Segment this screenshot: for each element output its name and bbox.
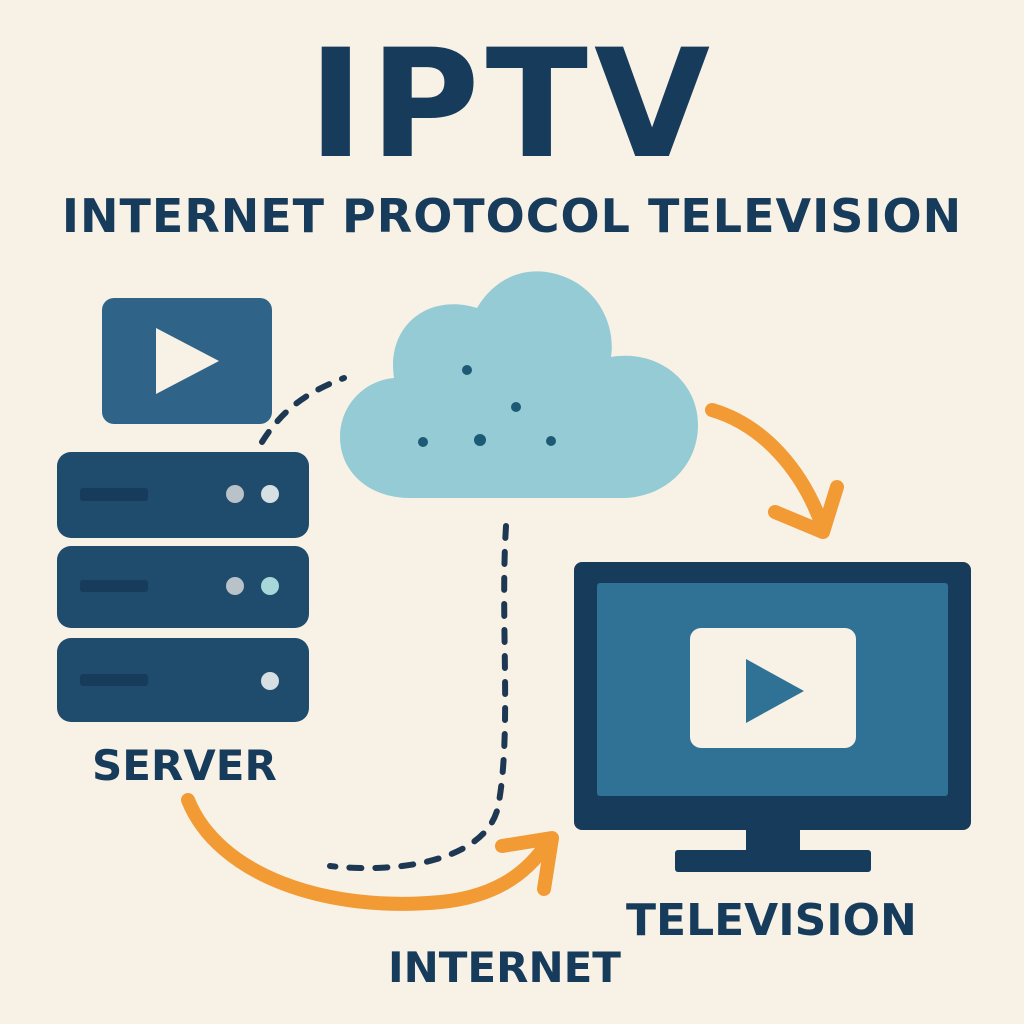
page-title: IPTV — [307, 18, 717, 192]
arrow-cloud-to-television — [705, 403, 844, 539]
dashed-link-server-cloud — [259, 375, 347, 445]
television-label: TELEVISION — [626, 895, 917, 946]
page-subtitle: INTERNET PROTOCOL TELEVISION — [61, 189, 963, 243]
internet-label: INTERNET — [388, 943, 621, 992]
cloud-dot — [418, 437, 428, 447]
cloud-dot — [474, 434, 486, 446]
cloud-icon — [340, 271, 698, 498]
server-unit-top — [57, 452, 309, 538]
server-rack-icon — [57, 452, 309, 722]
arrow-server-to-internet — [181, 793, 559, 911]
television-play-icon — [690, 628, 856, 748]
server-unit-middle — [57, 546, 309, 628]
dashed-link-cloud-internet — [327, 523, 509, 872]
play-video-icon — [102, 298, 272, 424]
server-unit-bottom — [57, 638, 309, 722]
cloud-dot — [511, 402, 521, 412]
server-label: SERVER — [92, 741, 277, 790]
cloud-dot — [546, 436, 556, 446]
cloud-dot — [462, 365, 472, 375]
